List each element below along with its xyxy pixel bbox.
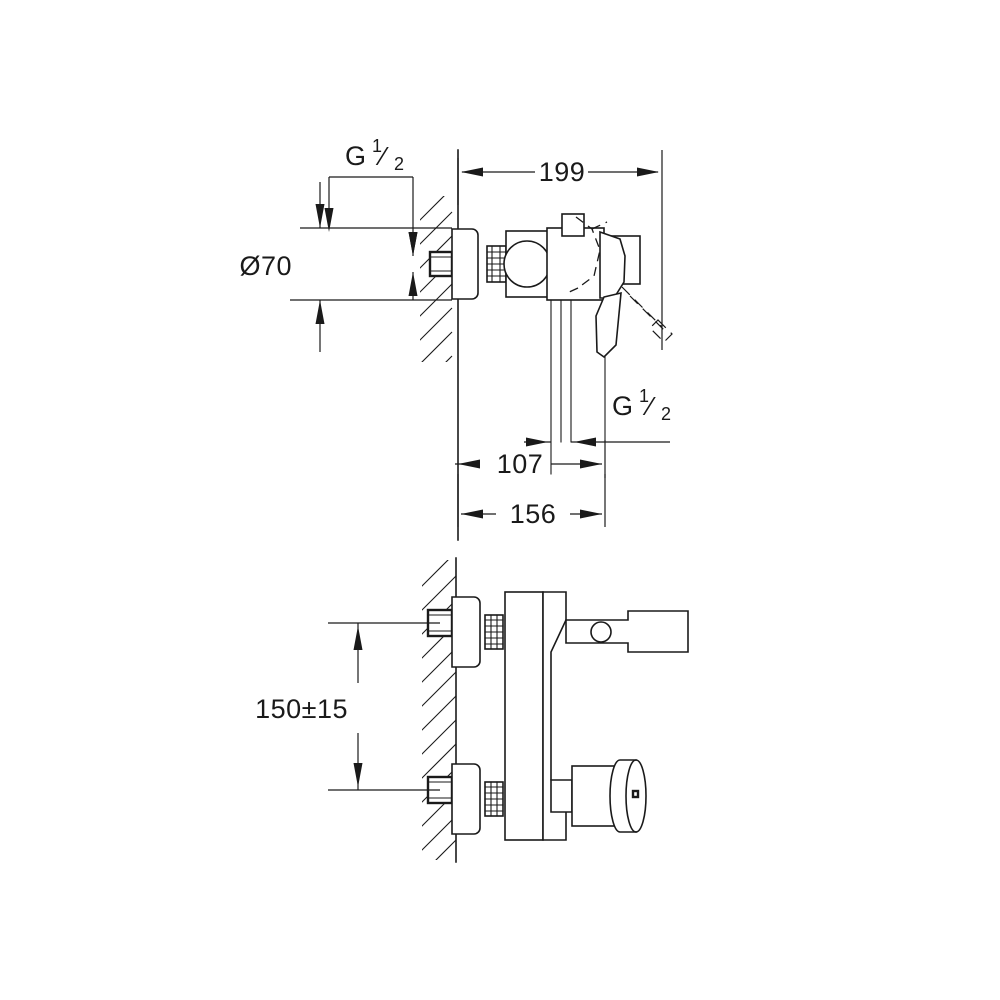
dimension-diameter-70 [290, 182, 452, 352]
g-half-bottom-denominator: 2 [661, 404, 671, 424]
dimension-199 [457, 150, 663, 350]
bottom-view-group: 150±15 [255, 557, 689, 863]
dimension-diameter-70-text: Ø70 [239, 251, 292, 281]
wall-hatching-bottom [422, 560, 457, 860]
top-view-group: 199 G 1 ⁄ 2 [239, 136, 673, 541]
union-nut-top [486, 245, 507, 283]
dimension-156-text: 156 [510, 499, 557, 529]
lever-handle-bottom [565, 610, 689, 653]
wall-inlet-connector-top [428, 250, 454, 278]
g-half-top-numerator: 1 [372, 136, 382, 156]
dimension-156-label: 156 [510, 499, 557, 529]
g-half-bottom-letter: G [612, 391, 633, 421]
escutcheon-top [451, 228, 479, 300]
shower-outlet-bottom [550, 759, 647, 833]
dimension-150-15-text: 150±15 [255, 694, 348, 724]
lever-handle-top [595, 230, 626, 359]
escutcheon-lower-bottom [451, 763, 481, 835]
dimension-199-text: 199 [539, 157, 586, 187]
dimension-199-label: 199 [539, 157, 586, 187]
dimension-150-15 [328, 622, 440, 791]
mixer-body-bottom [504, 591, 544, 841]
g-half-top-denominator: 2 [394, 154, 404, 174]
handle-phantom-position-top [564, 216, 608, 295]
dimension-107 [455, 440, 606, 478]
projection-lines-top [550, 299, 606, 475]
g-half-top-letter: G [345, 141, 366, 171]
lever-pivot-hole [590, 621, 612, 643]
escutcheon-upper-bottom [451, 596, 481, 668]
dimension-g-half-bottom-leader [524, 437, 670, 447]
g-half-bottom-numerator: 1 [639, 386, 649, 406]
dimension-107-label: 107 [497, 449, 544, 479]
dimension-107-text: 107 [497, 449, 544, 479]
dimension-diameter-70-label: Ø70 [239, 251, 292, 281]
dimension-150-15-label: 150±15 [255, 694, 348, 724]
union-nut-upper-bottom [484, 614, 504, 650]
union-nut-lower-bottom [484, 781, 504, 817]
dimension-156 [457, 474, 606, 527]
